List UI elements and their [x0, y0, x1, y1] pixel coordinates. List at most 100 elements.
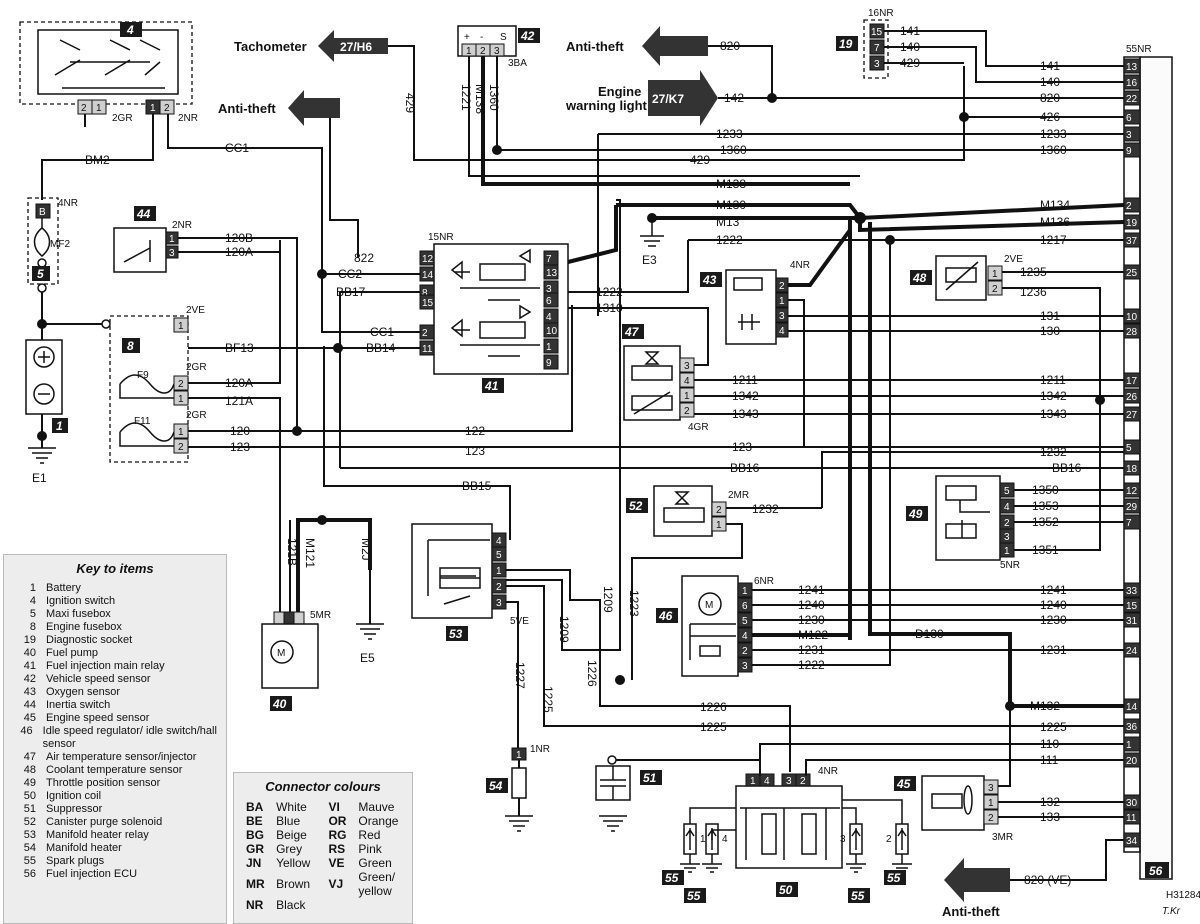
badge-51-text: 51 — [643, 771, 657, 785]
wire-label: M122 — [798, 628, 828, 642]
junction — [615, 675, 625, 685]
badge-44 — [134, 206, 156, 221]
wire-label: D130 — [915, 627, 944, 641]
ground-symbol — [892, 854, 912, 873]
coil-pin-number: 3 — [786, 776, 792, 787]
wire-121b — [279, 520, 291, 614]
colour-code: GR — [246, 842, 264, 856]
wire-1221 — [468, 56, 860, 177]
wire-suppressor — [616, 759, 761, 776]
wire-label: 131 — [1040, 309, 1060, 323]
ecu-pin-number: 13 — [1126, 62, 1138, 73]
heater-relay-pin — [491, 546, 507, 562]
wire-label: 141 — [900, 24, 920, 38]
key-item-number: 5 — [29, 608, 36, 620]
wire-label: 1233 — [716, 127, 743, 141]
key-item-label: Ignition coil — [46, 790, 102, 802]
wire-label: 1225 — [541, 686, 555, 713]
wire-110-111 — [759, 743, 1124, 776]
wire-o2-signal — [788, 228, 852, 287]
colour-name2: Mauve — [358, 800, 395, 814]
tps-track-1 — [945, 485, 977, 501]
colours-title: Connector colours — [265, 779, 381, 794]
ignition-switch-body — [37, 29, 179, 95]
wire-820 — [708, 45, 1124, 99]
tps-pin-number: 3 — [1004, 532, 1010, 543]
badge-51 — [640, 770, 662, 785]
coil-pin — [795, 773, 811, 787]
wire-1310 — [568, 307, 709, 366]
key-item-number: 1 — [29, 582, 36, 594]
manifold-heater-element — [511, 767, 527, 799]
pin-number: 3 — [988, 783, 994, 794]
pin-number: 2 — [988, 813, 994, 824]
pin — [173, 317, 189, 333]
key-item-number: 46 — [20, 725, 33, 737]
wire-label: 1226 — [700, 700, 727, 714]
air-temp-resistor — [631, 395, 673, 411]
badge-48-text: 48 — [912, 271, 927, 285]
wire-cc1-top — [167, 114, 323, 274]
coil-winding — [801, 813, 817, 855]
relay-pin — [419, 250, 435, 266]
colour-code2: VJ — [328, 877, 344, 891]
wire-label: CC1 — [370, 325, 394, 339]
pin-number: 3 — [169, 248, 175, 259]
wire-label: BM2 — [85, 153, 110, 167]
ecu-pin-number: 17 — [1126, 376, 1138, 387]
badge-54 — [486, 778, 508, 793]
key-item: 46 Idle speed regulator/ idle switch/hall… — [4, 725, 226, 751]
ecu-pin-number: 34 — [1126, 836, 1138, 847]
key-item-number: 45 — [23, 712, 36, 724]
ecu-pin-number: 29 — [1126, 502, 1138, 513]
colour-code2: RS — [328, 842, 346, 856]
pin-number: 1 — [178, 394, 184, 405]
wire-label: 1209 — [557, 616, 571, 643]
relay-pin-number: 14 — [422, 270, 434, 281]
ecu-pin-number: 27 — [1126, 410, 1138, 421]
ecu-pin-number: 24 — [1126, 646, 1138, 657]
badge-19 — [836, 36, 858, 51]
ignition-switch-contacts — [54, 39, 165, 89]
key-item-label: Throttle position sensor — [46, 777, 161, 789]
connector-label: 2NR — [172, 220, 192, 231]
ground-symbol — [599, 815, 627, 832]
ecu-connector-label: 55NR — [1126, 44, 1152, 55]
anti-theft-arrow-2 — [642, 26, 708, 66]
wire-o2-123 — [788, 299, 805, 447]
wire-1226 — [506, 569, 791, 772]
key-item-label: Fuel injection main relay — [46, 660, 165, 672]
wire-label: M138 — [473, 84, 487, 114]
tachometer-ref: 27/H6 — [340, 40, 372, 54]
badge-47 — [622, 324, 644, 339]
pin — [35, 203, 51, 219]
colour-code: NR — [246, 898, 264, 912]
colour-name2 — [358, 898, 412, 912]
key-item-label: Idle speed regulator/ idle switch/hall s… — [42, 725, 217, 750]
wire-bb15 — [323, 346, 511, 540]
badge-42 — [518, 28, 540, 43]
badge-56-text: 56 — [1149, 864, 1163, 878]
pin-number: 1 — [516, 750, 522, 761]
wire-label: 426 — [1040, 110, 1060, 124]
ecu-pin-number: 10 — [1126, 312, 1138, 323]
wire-label: BB17 — [336, 285, 366, 299]
inertia-switch-contact — [123, 240, 151, 263]
key-item-number: 8 — [29, 621, 36, 633]
wire-label: 1222 — [716, 233, 743, 247]
connector-label: 2VE — [186, 305, 205, 316]
idle-regulator-pin-number: 5 — [742, 616, 748, 627]
plug-number: 3 — [840, 834, 846, 845]
ground-e3 — [640, 218, 664, 247]
terminal — [607, 755, 617, 765]
wire-label: CC1 — [225, 141, 249, 155]
ecu-pin-number: 2 — [1126, 201, 1132, 212]
ecu-pin-number: 30 — [1126, 798, 1138, 809]
heater-relay-pin-number: 2 — [496, 582, 502, 593]
